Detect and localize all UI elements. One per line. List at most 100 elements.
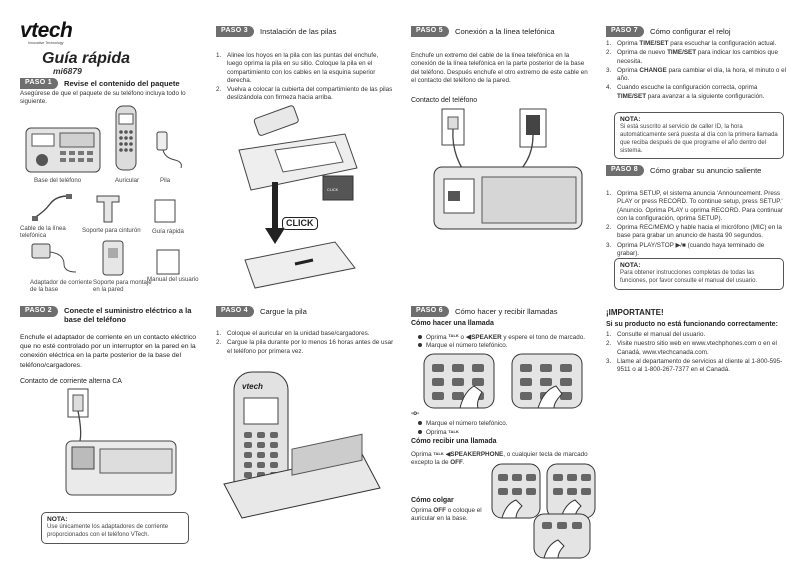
wall-mount-drawing [102,240,124,276]
b1-oprima: Oprima [426,334,447,341]
important-title: ¡IMPORTANTE! [606,308,664,317]
step5-text: Enchufe un extremo del cable de la línea… [411,52,588,84]
recv-off: OFF [450,459,463,467]
step5-header: PASO 5 Conexión a la línea telefónica [411,26,555,37]
list-item: 1.Oprima TIME/SET para escuchar la confi… [606,40,777,47]
step4-list: 1.Coloque el auricular en la unidad base… [216,330,396,357]
make-call-heading: Cómo hacer una llamada [411,320,494,327]
step1-title: Revise el contenido del paquete [63,78,180,88]
or-separator: -o- [411,410,420,417]
list-item: 2.Cargue la pila durante por lo menos 16… [216,339,394,355]
bullet-dot [418,430,422,435]
keypad-drawing-3 [491,463,541,519]
step2-pill: PASO 2 [20,306,58,317]
step4-title: Cargue la pila [259,306,307,316]
label-adapter: Adaptador de corriente de la base [30,279,92,293]
step7-pill: PASO 7 [606,26,644,37]
list-item: 2.Vuelva a colocar la cubierta del compa… [216,86,393,102]
step8-header: PASO 8 Cómo grabar su anuncio saliente [606,165,761,176]
step2-text: Enchufe el adaptador de corriente en un … [20,334,197,369]
battery-install-drawing [238,105,358,289]
model-number: mi6879 [53,66,82,76]
make-call-bullet-1: Oprima TALK o ◀SPEAKER y espere el tono … [418,333,585,342]
b1-tone: y espere el tono de marcado. [503,334,585,341]
step5-sub: Contacto del teléfono [411,97,478,104]
recv-text: , o cualquier tecla de marcado excepto l… [411,451,588,467]
b3-text: Marque el número telefónico. [426,420,508,427]
s7-4-pre: Cuando escuche la configuración correcta… [617,84,758,92]
imp-2: Visite nuestro sitio web en www.vtechpho… [617,340,777,356]
list-item: 3.Llame al departamento de servicios al … [606,357,783,374]
step3-item-2: Vuelva a colocar la cubierta del compart… [227,86,393,102]
step7-title: Cómo configurar el reloj [649,26,731,36]
label-base: Base del teléfono [34,177,82,184]
step8-note: NOTA: Para obtener instrucciones complet… [614,258,784,290]
list-item: 4.Cuando escuche la configuración correc… [606,84,765,100]
s8-1: Oprima SETUP, el sistema anuncia 'Announ… [617,190,784,222]
b2-text: Marque el número telefónico. [426,342,508,349]
label-user-manual: Manual del usuario [147,276,199,283]
step2-sub: Contacto de corriente alterna CA [20,378,122,385]
step7-note-body: Si está suscrito al servicio de caller I… [620,124,778,154]
speaker-icon: ◀ [445,451,451,458]
step8-note-body: Para obtener instrucciones completas de … [620,270,758,285]
talk-icon: TALK [433,451,444,456]
step6-header: PASO 6 Cómo hacer y recibir llamadas [411,306,558,317]
step3-title: Instalación de las pilas [259,26,337,36]
list-item: 2.Visite nuestro sitio web en www.vtechp… [606,340,777,356]
hang-up-text: Oprima OFF o coloque el auricular en la … [411,507,501,524]
battery-drawing [156,131,182,169]
step3-list: 1.Alinee los hoyos en la pila con las pu… [216,52,394,104]
step8-title: Cómo grabar su anuncio saliente [649,165,762,175]
list-item: 3.Oprima PLAY/STOP ▶/■ (cuando haya term… [606,241,765,258]
quick-guide-drawing [154,199,176,223]
step2-header: PASO 2 Conecte el suministro eléctrico a… [20,306,191,325]
s8-3a: Oprima PLAY/STOP [617,241,674,249]
step4-pill: PASO 4 [216,306,254,317]
imp-3: Llame al departamento de servicios al cl… [617,357,783,374]
step2-title-2: base del teléfono [63,315,126,325]
step6-pill: PASO 6 [411,306,449,317]
step8-pill: PASO 8 [606,165,644,176]
step5-title: Conexión a la línea telefónica [454,26,555,36]
keypad-drawing-5 [533,513,591,559]
adapter-drawing [31,243,77,273]
page-title: Guía rápida [42,50,131,67]
imp-1: Consulte el manual del usuario. [617,331,706,338]
step3-header: PASO 3 Instalación de las pilas [216,26,336,37]
make-call-bullet-2: Marque el número telefónico. [418,342,508,350]
bullet-dot [418,335,422,340]
hang-text: o coloque el auricular en la base. [411,507,482,523]
power-connection-drawing [65,388,177,496]
make-call-bullet-3: Marque el número telefónico. [418,420,508,428]
s7-1-pre: Oprima [617,40,640,47]
click-small-label: CLICK [327,188,339,192]
phone-cord-drawing [32,194,72,221]
phone-line-connection-drawing [433,108,583,230]
s7-2-b: TIME/SET [667,49,697,57]
list-item: 3.Oprima CHANGE para cambiar el día, la … [606,66,787,83]
step2-title-1: Conecte el suministro eléctrico a la [63,306,192,315]
list-item: 1.Oprima SETUP, el sistema anuncia 'Anno… [606,190,784,222]
s7-2-pre: Oprima de nuevo [617,49,668,57]
recv-speakerphone: SPEAKERPHONE [450,451,504,458]
important-sub: Si su producto no está funcionando corre… [606,321,778,328]
make-call-bullet-4: Oprima TALK [418,429,459,437]
talk-icon: TALK [448,333,459,338]
s7-3-pre: Oprima [617,66,640,74]
label-quick-guide: Guía rápida [152,228,184,235]
step4-header: PASO 4 Cargue la pila [216,306,307,317]
list-item: 2.Oprima REC/MEMO y hable hacia el micró… [606,224,782,240]
label-wall-mount: Soporte para montaje en la pared [93,279,152,293]
s7-3-b: CHANGE [639,66,667,74]
logo: vtech Innovative Technology [20,18,100,45]
user-manual-drawing [156,249,180,275]
step2-note-title: NOTA: [47,516,68,523]
step6-title: Cómo hacer y recibir llamadas [454,306,558,316]
step4-item-2: Cargue la pila durante por lo menos 16 h… [227,339,394,355]
step1-pill: PASO 1 [20,78,58,89]
step5-pill: PASO 5 [411,26,449,37]
handset-drawing [115,105,137,171]
step1-text: Asegúrese de que el paquete de su teléfo… [20,90,186,106]
b1-o: o [460,334,465,341]
